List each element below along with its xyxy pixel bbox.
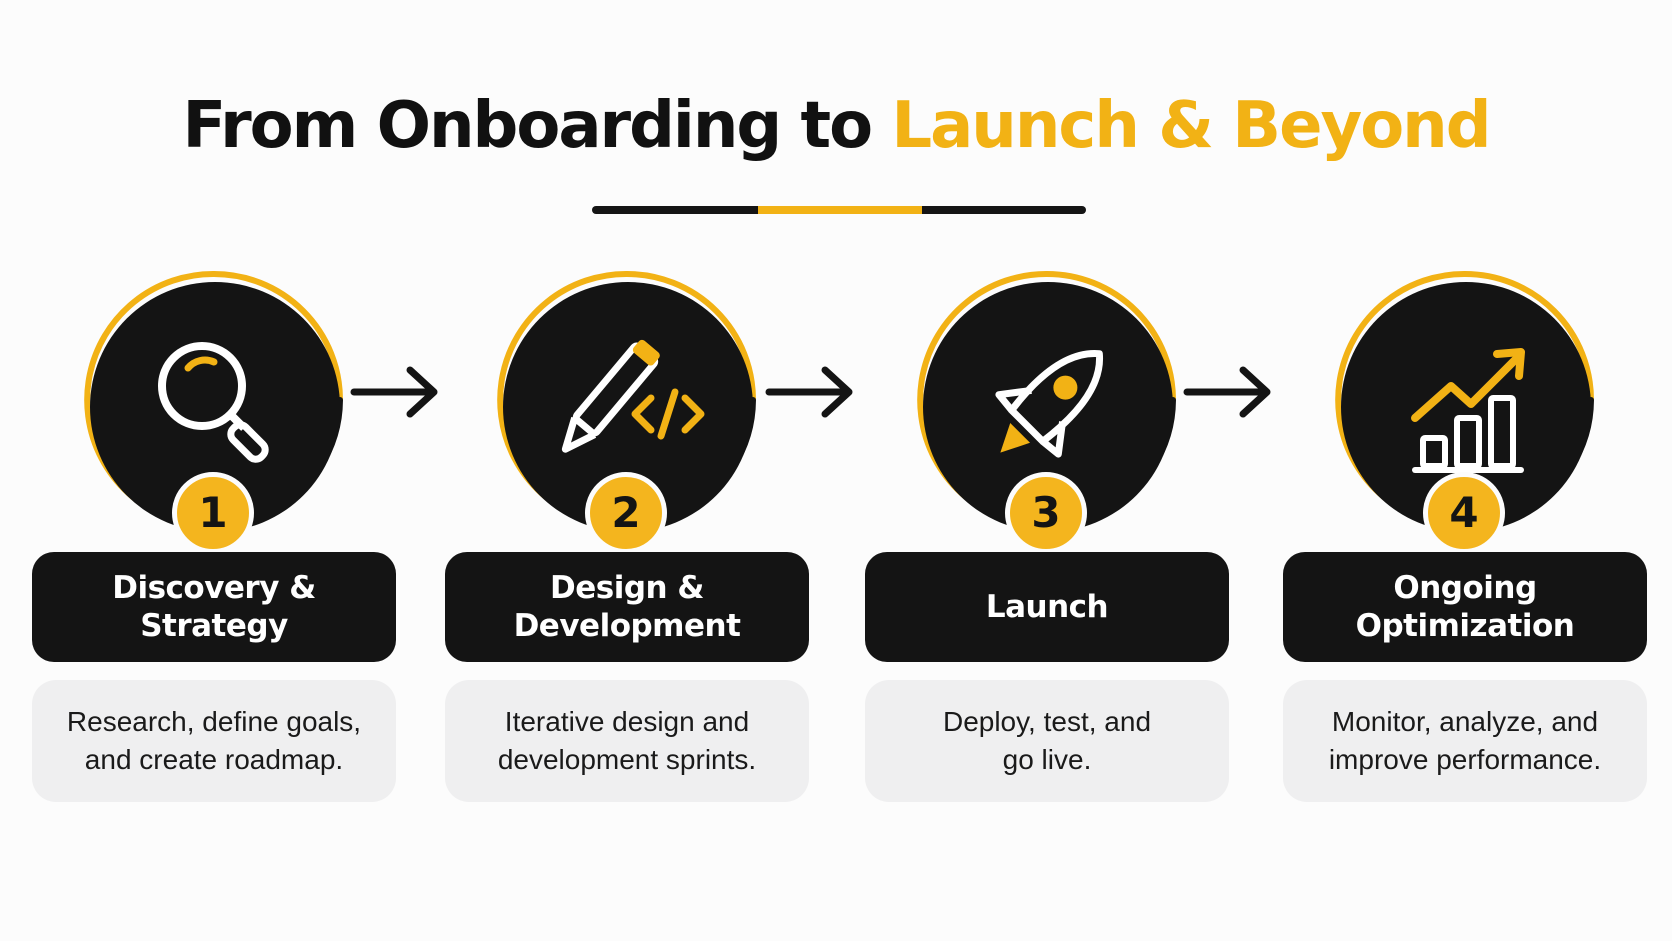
step-description-line1: Research, define goals, (66, 706, 362, 737)
step-title-line2: Optimization (1355, 608, 1575, 644)
step-description-line2: development sprints. (497, 744, 757, 775)
step-description-line1: Deploy, test, and (942, 706, 1152, 737)
page-title: From Onboarding to Launch & Beyond (0, 88, 1672, 165)
step-description-line2: improve performance. (1328, 744, 1602, 775)
step-description-box: Monitor, analyze, and improve performance… (1283, 680, 1647, 802)
step-1: 1 Discovery &Strategy Research, define g… (32, 262, 396, 802)
step-title-line2: Strategy (140, 608, 288, 644)
step-number-badge: 4 (1423, 472, 1505, 554)
step-title-line2: Development (513, 608, 741, 644)
arrow-right-icon (348, 362, 444, 422)
step-description-box: Research, define goals, and create roadma… (32, 680, 396, 802)
step-title-line1: Ongoing (1393, 570, 1537, 606)
title-accent: Launch & Beyond (891, 89, 1491, 163)
step-number-badge: 3 (1005, 472, 1087, 554)
step-2: 2 Design &Development Iterative design a… (445, 262, 809, 802)
arrow-right-icon (763, 362, 859, 422)
step-title-line1: Design & (550, 570, 704, 606)
step-3: 3 Launch Deploy, test, and go live. (865, 262, 1229, 802)
step-number-badge: 2 (585, 472, 667, 554)
title-divider (592, 206, 1086, 214)
step-title-box: Design &Development (445, 552, 809, 662)
rocket-icon (935, 294, 1159, 518)
step-title-line1: Discovery & (112, 570, 316, 606)
growth-chart-icon (1353, 294, 1577, 518)
arrow-right-icon (1181, 362, 1277, 422)
pencil-code-icon (515, 294, 739, 518)
step-description-line1: Iterative design and (504, 706, 750, 737)
step-description-line1: Monitor, analyze, and (1331, 706, 1599, 737)
step-title-box: Launch (865, 552, 1229, 662)
step-title-line1: Launch (985, 589, 1109, 625)
title-main: From Onboarding to (182, 89, 892, 163)
step-description-line2: and create roadmap. (84, 744, 344, 775)
step-number-badge: 1 (172, 472, 254, 554)
step-description-line2: go live. (1002, 744, 1092, 775)
step-title-box: Discovery &Strategy (32, 552, 396, 662)
magnifier-icon (102, 294, 326, 518)
step-description-box: Iterative design and development sprints. (445, 680, 809, 802)
step-description-box: Deploy, test, and go live. (865, 680, 1229, 802)
